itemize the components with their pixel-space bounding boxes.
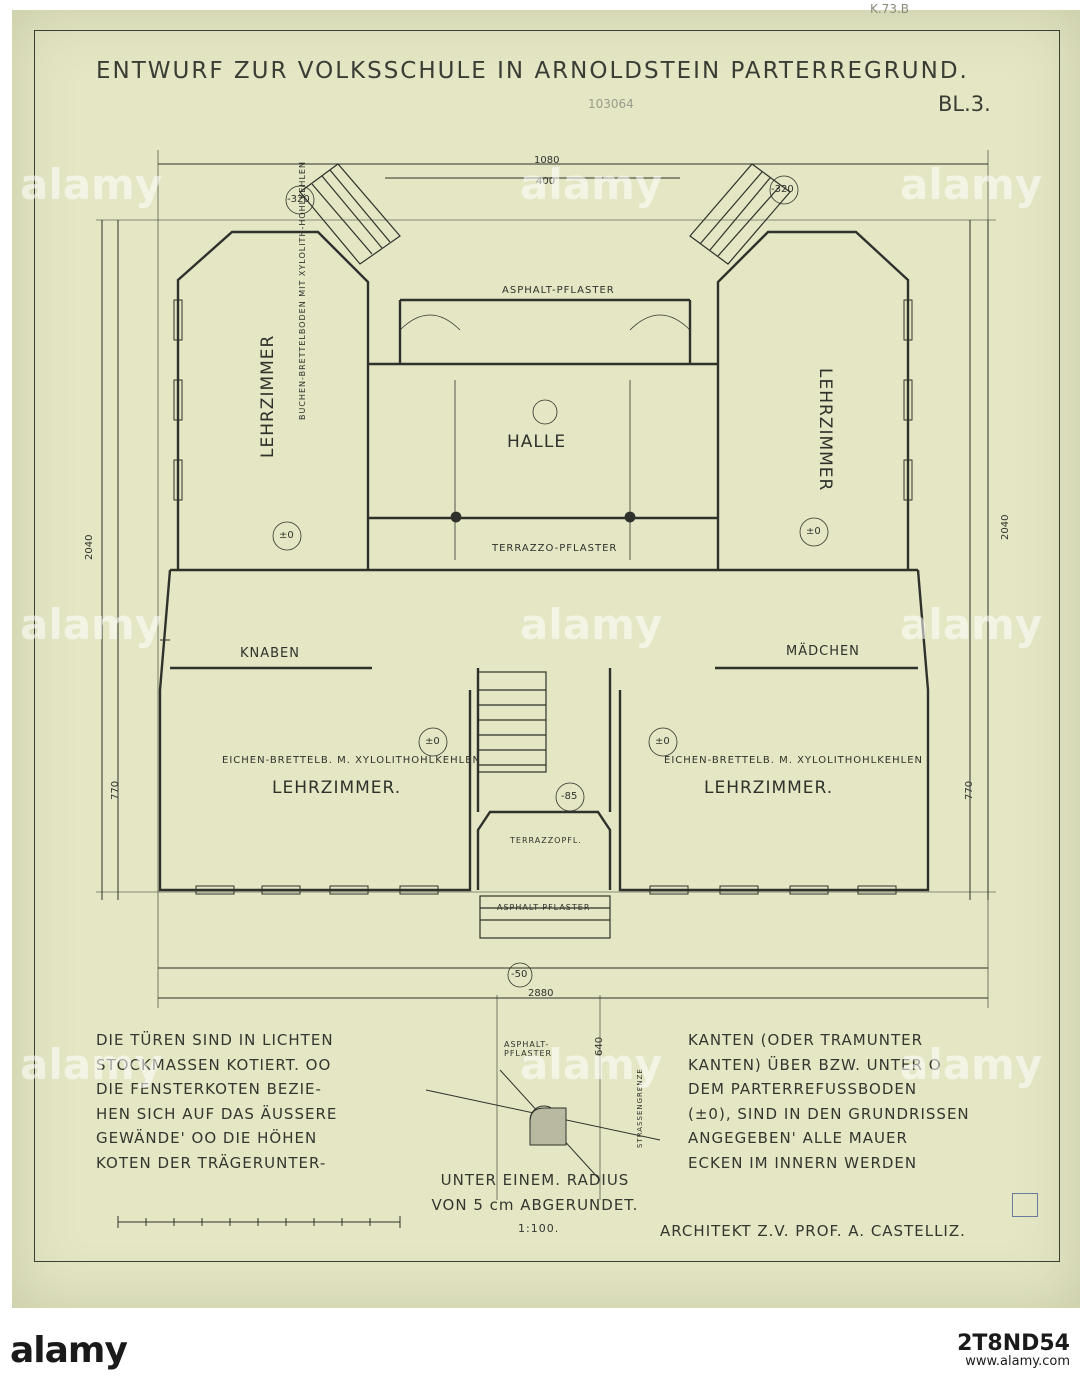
wall-ne-wing bbox=[716, 230, 910, 570]
drawing-sheet bbox=[12, 10, 1080, 1308]
level-nw-text: ±0 bbox=[279, 530, 294, 541]
watermark-logo: alamy bbox=[10, 1330, 128, 1371]
wall-vestibule bbox=[476, 810, 612, 890]
level-stair-text: -85 bbox=[561, 791, 578, 802]
hall-column-e bbox=[624, 511, 636, 523]
level-marker-ne-stair bbox=[769, 175, 799, 205]
level-marker-ne bbox=[799, 517, 829, 547]
level-marker-hall bbox=[532, 399, 558, 425]
hall-label: HALLE bbox=[507, 432, 567, 452]
north-porch-arches bbox=[399, 314, 691, 331]
pencil-note: 103064 bbox=[588, 97, 634, 111]
level-marker-nw bbox=[272, 521, 302, 551]
window-south-5 bbox=[649, 885, 689, 895]
level-ne-stair-text: -320 bbox=[771, 184, 794, 195]
window-east-2 bbox=[903, 379, 913, 421]
level-se-text: ±0 bbox=[655, 736, 670, 747]
corner-inventory-note: K.73.B bbox=[870, 2, 909, 16]
level-marker-sw bbox=[418, 727, 448, 757]
boys-toilet-label: KNABEN bbox=[240, 646, 300, 661]
stair-ne bbox=[689, 163, 791, 265]
note-right-line: KANTEN (ODER TRAMUNTER bbox=[688, 1031, 924, 1049]
level-marker-entry bbox=[507, 962, 533, 988]
dim-front-setback: 640 bbox=[594, 1036, 605, 1056]
note-left-line: DIE TÜREN SIND IN LICHTEN bbox=[96, 1031, 334, 1049]
note-right-line: (±0), SIND IN DEN GRUNDRISSEN bbox=[688, 1104, 970, 1123]
hall-column-w bbox=[450, 511, 462, 523]
classroom-nw-label: LEHRZIMMER bbox=[258, 334, 278, 458]
note-bottom: UNTER EINEM. RADIUS VON 5 cm ABGERUNDET. bbox=[410, 1168, 660, 1217]
dim-classroom-depth-left: 770 bbox=[110, 780, 121, 800]
note-right-line: ANGEGEBEN' ALLE MAUER bbox=[688, 1129, 908, 1147]
window-south-8 bbox=[857, 885, 897, 895]
level-entry-text: -50 bbox=[511, 969, 528, 980]
note-left-line: STOCKMASSEN KOTIERT. OO bbox=[96, 1055, 332, 1074]
note-left-line: DIE FENSTERKOTEN BEZIE- bbox=[96, 1080, 322, 1098]
central-stair bbox=[477, 671, 547, 773]
wall-nw-wing bbox=[176, 230, 370, 570]
dim-side-depth-left: 2040 bbox=[84, 534, 95, 560]
classroom-se-label: LEHRZIMMER. bbox=[704, 778, 834, 798]
collection-stamp bbox=[1012, 1193, 1038, 1217]
classroom-sw-label: LEHRZIMMER. bbox=[272, 778, 402, 798]
floor-note-se: EICHEN-BRETTELB. M. XYLOLITHOHLKEHLEN bbox=[664, 755, 924, 766]
window-east-3 bbox=[903, 459, 913, 501]
window-west-2 bbox=[173, 379, 183, 421]
level-marker-nw-stair bbox=[285, 185, 315, 215]
note-right-line: ECKEN IM INNERN WERDEN bbox=[688, 1153, 918, 1172]
level-sw-text: ±0 bbox=[425, 736, 440, 747]
window-west-3 bbox=[173, 459, 183, 501]
drawing-title: ENTWURF ZUR VOLKSSCHULE IN ARNOLDSTEIN P… bbox=[96, 58, 969, 84]
sheet-number: BL.3. bbox=[938, 92, 991, 116]
window-west-1 bbox=[173, 299, 183, 341]
dim-mid-span: 400 bbox=[536, 176, 556, 187]
porch-floor-label: ASPHALT-PFLASTER bbox=[502, 285, 615, 296]
stair-nw bbox=[299, 163, 401, 265]
hall-floor-label: TERRAZZO-PFLASTER bbox=[492, 543, 618, 554]
window-south-7 bbox=[789, 885, 829, 895]
note-left-line: GEWÄNDE' OO DIE HÖHEN bbox=[96, 1129, 318, 1147]
window-south-3 bbox=[329, 885, 369, 895]
scale-label: 1:100. bbox=[518, 1222, 560, 1235]
entry-steps bbox=[479, 895, 611, 939]
watermark-url: www.alamy.com bbox=[965, 1354, 1070, 1369]
note-right-line: DEM PARTERREFUSSBODEN bbox=[688, 1080, 918, 1098]
architect-signature: ARCHITEKT Z.V. PROF. A. CASTELLIZ. bbox=[660, 1222, 966, 1240]
level-ne-text: ±0 bbox=[806, 526, 821, 537]
image-id-code: 2T8ND54 bbox=[957, 1331, 1070, 1356]
level-nw-stair-text: -320 bbox=[287, 194, 310, 205]
floor-plan-drawing bbox=[96, 150, 996, 1228]
window-south-6 bbox=[719, 885, 759, 895]
dim-top-centre: 1080 bbox=[534, 155, 560, 166]
window-south-2 bbox=[261, 885, 301, 895]
dim-overall-width: 2880 bbox=[528, 988, 554, 999]
classroom-ne-label: LEHRZIMMER bbox=[815, 368, 835, 492]
note-left: DIE TÜREN SIND IN LICHTEN STOCKMASSEN KO… bbox=[96, 1028, 337, 1175]
note-left-line: HEN SICH AUF DAS ÄUSSERE bbox=[96, 1104, 338, 1123]
vestibule-floor-label: TERRAZZOPFL. bbox=[510, 836, 582, 845]
watermark-bar bbox=[0, 1310, 1089, 1390]
window-east-1 bbox=[903, 299, 913, 341]
dim-side-depth-right: 2040 bbox=[1000, 514, 1011, 540]
note-right: KANTEN (ODER TRAMUNTER KANTEN) ÜBER BZW.… bbox=[688, 1028, 970, 1175]
level-marker-stair bbox=[555, 782, 585, 812]
dim-classroom-depth-right: 770 bbox=[964, 780, 975, 800]
note-bottom-line: VON 5 cm ABGERUNDET. bbox=[431, 1195, 639, 1214]
girls-toilet-label: MÄDCHEN bbox=[786, 644, 860, 659]
entry-floor-label: ASPHALT-PFLASTER bbox=[497, 903, 591, 912]
note-bottom-line: UNTER EINEM. RADIUS bbox=[440, 1171, 630, 1189]
street-line-label: STRASSENGRENZE bbox=[636, 1068, 644, 1148]
note-right-line: KANTEN) ÜBER BZW. UNTER O bbox=[688, 1055, 942, 1074]
watermark-id: 2T8ND54 www.alamy.com bbox=[740, 1331, 1070, 1371]
drawing-frame bbox=[34, 30, 1060, 1262]
window-south-1 bbox=[195, 885, 235, 895]
outside-pavement-label: ASPHALT-PFLASTER bbox=[504, 1040, 553, 1058]
floor-note-sw: EICHEN-BRETTELB. M. XYLOLITHOHLKEHLEN bbox=[222, 755, 482, 766]
level-marker-se bbox=[648, 727, 678, 757]
note-left-line: KOTEN DER TRÄGERUNTER- bbox=[96, 1153, 327, 1172]
window-south-4 bbox=[399, 885, 439, 895]
wall-south-block-e bbox=[618, 569, 930, 892]
wall-south-block bbox=[158, 569, 472, 892]
